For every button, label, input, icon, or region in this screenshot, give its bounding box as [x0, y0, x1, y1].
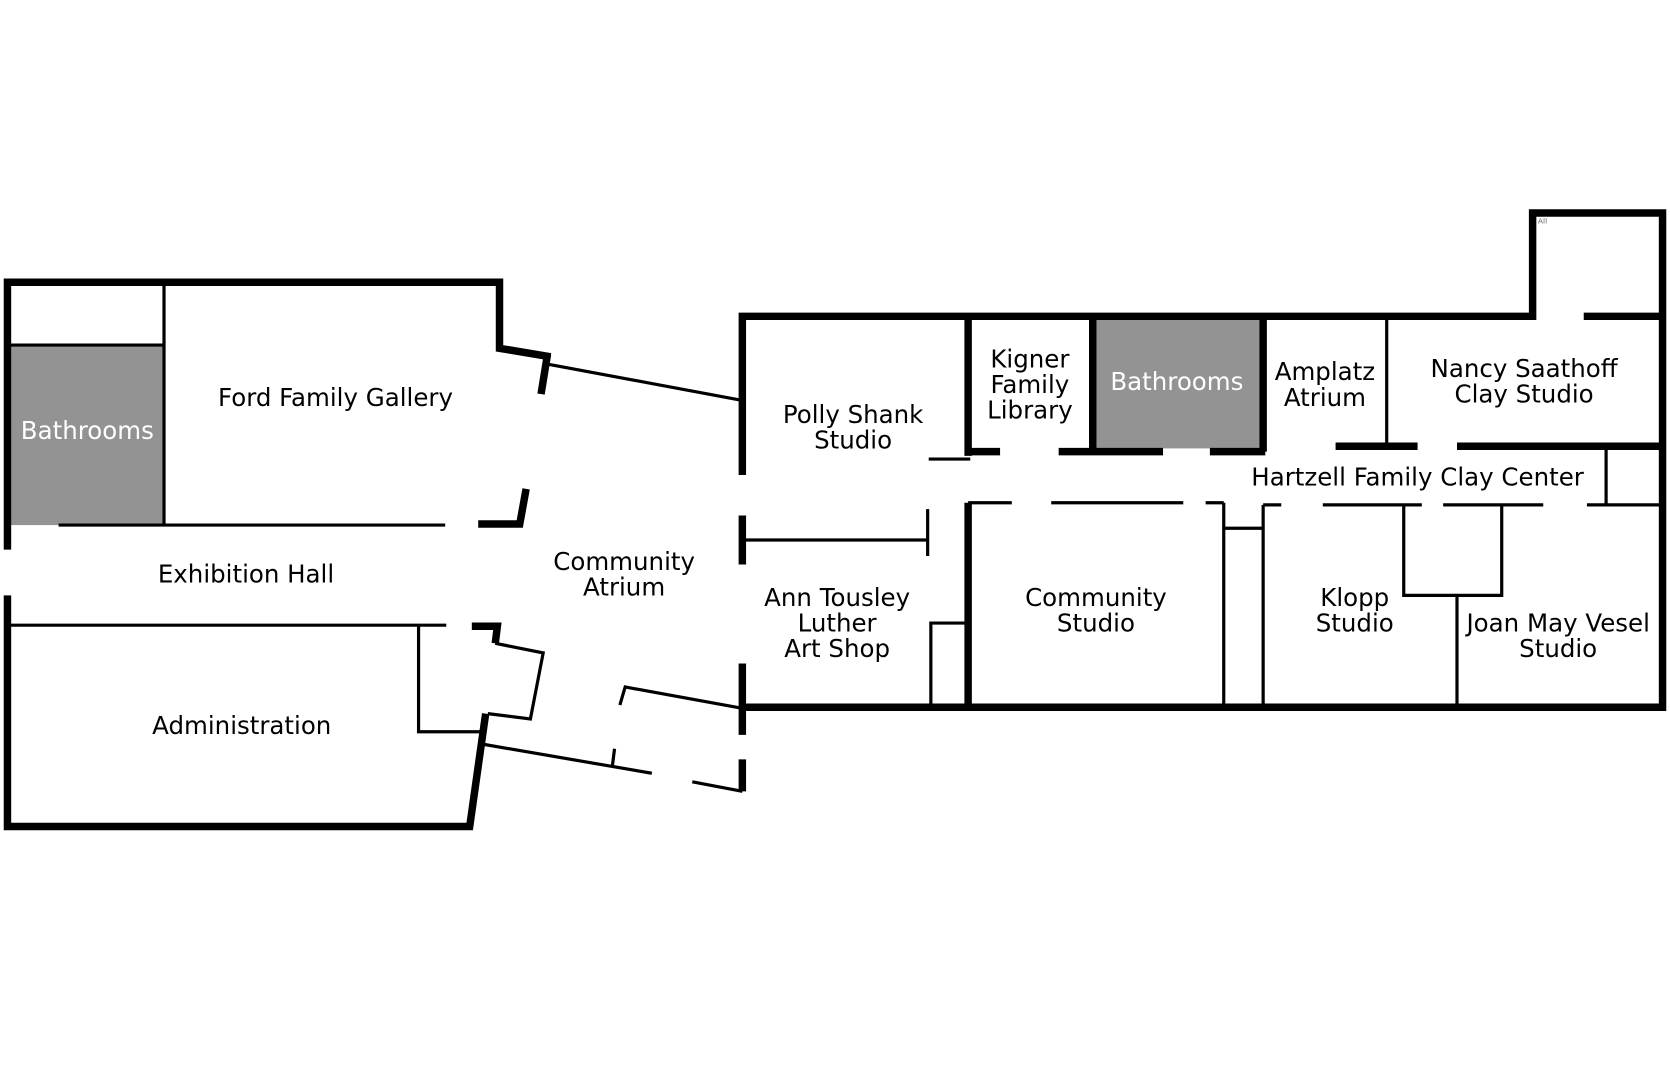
west-wing-walls	[3, 278, 747, 831]
room-label: Community	[1025, 583, 1167, 612]
corner-mark: All	[1538, 217, 1547, 226]
room-label: Ford Family Gallery	[218, 383, 453, 412]
room-klopp-studio[interactable]: Klopp Studio	[1316, 583, 1394, 638]
east-wing-walls	[738, 209, 1667, 735]
room-label: Atrium	[583, 572, 665, 601]
room-label: Joan May Vesel	[1464, 609, 1649, 638]
room-community-studio[interactable]: Community Studio	[1025, 583, 1167, 638]
room-ford-family-gallery[interactable]: Ford Family Gallery	[218, 383, 453, 412]
room-label: Community	[553, 547, 695, 576]
room-label: Bathrooms	[1110, 367, 1243, 396]
room-label: Ann Tousley	[764, 583, 910, 612]
room-ann-tousley-luther-art-shop[interactable]: Ann Tousley Luther Art Shop	[764, 583, 910, 663]
room-label: Library	[987, 396, 1073, 425]
room-label: Clay Studio	[1455, 380, 1594, 409]
room-label: Exhibition Hall	[158, 560, 334, 589]
bathrooms-east-fill	[1095, 318, 1262, 449]
room-label: Atrium	[1284, 383, 1366, 412]
room-label: Art Shop	[784, 634, 890, 663]
room-community-atrium[interactable]: Community Atrium	[553, 547, 695, 602]
room-kigner-family-library[interactable]: Kigner Family Library	[987, 344, 1073, 424]
room-label: Studio	[1057, 609, 1135, 638]
room-bathrooms-west[interactable]: Bathrooms	[21, 416, 154, 445]
room-bathrooms-east[interactable]: Bathrooms	[1110, 367, 1243, 396]
room-label: Luther	[798, 609, 878, 638]
room-label: Nancy Saathoff	[1431, 354, 1619, 383]
room-administration[interactable]: Administration	[152, 711, 331, 740]
room-label: Amplatz	[1275, 357, 1375, 386]
room-label: Family	[991, 370, 1070, 399]
room-hartzell-family-clay-center[interactable]: Hartzell Family Clay Center	[1251, 463, 1584, 492]
room-label: Studio	[1316, 609, 1394, 638]
room-label: Kigner	[990, 344, 1070, 373]
room-joan-may-vesel-studio[interactable]: Joan May Vesel Studio	[1464, 609, 1649, 664]
room-label: Administration	[152, 711, 331, 740]
room-nancy-saathoff-clay-studio[interactable]: Nancy Saathoff Clay Studio	[1431, 354, 1619, 409]
bathrooms-west-fill	[10, 346, 165, 526]
room-label: Hartzell Family Clay Center	[1251, 463, 1584, 492]
room-label: Studio	[814, 425, 892, 454]
room-label: Polly Shank	[783, 400, 924, 429]
room-exhibition-hall[interactable]: Exhibition Hall	[158, 560, 334, 589]
room-polly-shank-studio[interactable]: Polly Shank Studio	[783, 400, 924, 455]
room-label: Klopp	[1320, 583, 1389, 612]
room-label: Bathrooms	[21, 416, 154, 445]
room-label: Studio	[1519, 634, 1597, 663]
room-amplatz-atrium[interactable]: Amplatz Atrium	[1275, 357, 1375, 412]
